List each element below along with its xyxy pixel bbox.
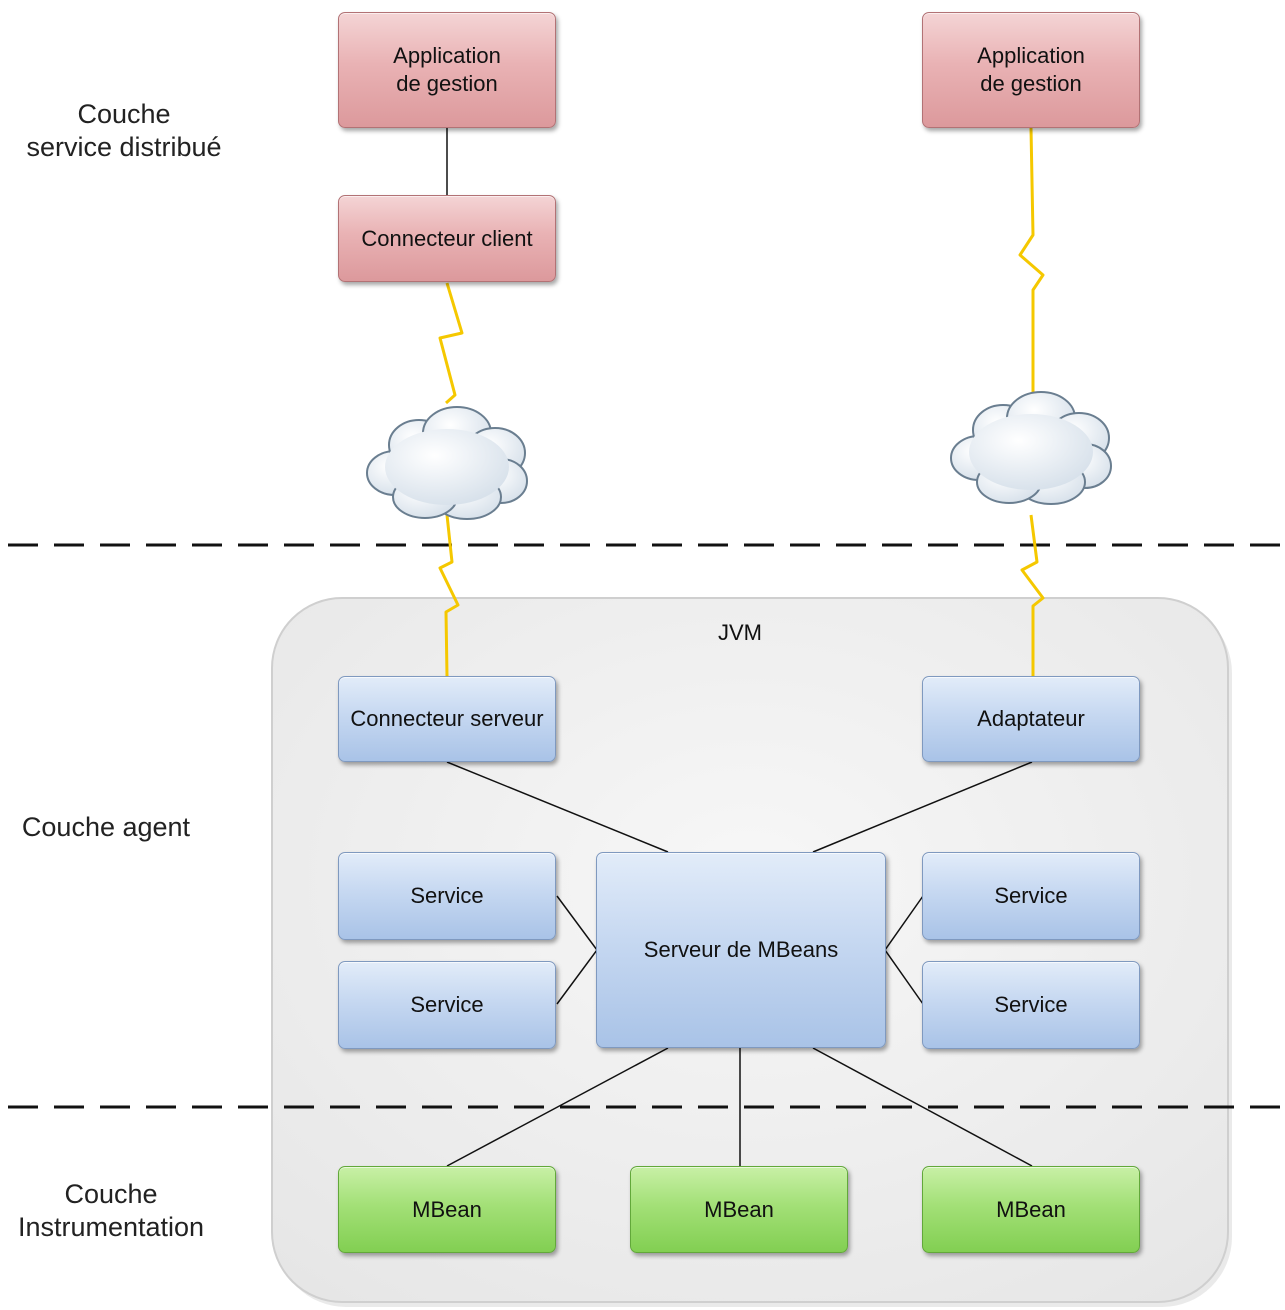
- lightning-icon: [1018, 127, 1045, 398]
- server-connector: Connecteur serveur: [338, 676, 556, 762]
- link-adapter-to-mbean-server: [812, 761, 1033, 853]
- lightning-icon: [1020, 514, 1045, 676]
- layer-label-distributed-service: Couche service distribué: [26, 99, 222, 162]
- management-application-left: Application de gestion: [338, 12, 556, 128]
- service-right-1: Service: [922, 852, 1140, 940]
- connector-lines: [446, 128, 1033, 1167]
- link-mbean-server-to-mbean-1: [446, 1047, 669, 1167]
- layer-label-agent: Couche agent: [21, 812, 191, 842]
- management-application-right: Application de gestion: [922, 12, 1140, 128]
- mbean-2: MBean: [630, 1166, 848, 1253]
- mbean-3: MBean: [922, 1166, 1140, 1253]
- cloud-icon: [950, 391, 1112, 505]
- mbean-server: Serveur de MBeans: [596, 852, 886, 1048]
- link-mbean-server-to-mbean-3: [812, 1047, 1033, 1167]
- lightning-icon: [438, 282, 464, 405]
- link-server-connector-to-mbean-server: [446, 761, 669, 853]
- service-right-2: Service: [922, 961, 1140, 1049]
- mbean-1: MBean: [338, 1166, 556, 1253]
- jvm-label: JVM: [718, 620, 762, 645]
- cloud-icon: [366, 406, 528, 520]
- service-left-2: Service: [338, 961, 556, 1049]
- lightning-icon: [438, 514, 460, 677]
- adapter: Adaptateur: [922, 676, 1140, 762]
- service-left-1: Service: [338, 852, 556, 940]
- layer-label-instrumentation: Couche Instrumentation: [17, 1179, 205, 1242]
- client-connector: Connecteur client: [338, 195, 556, 282]
